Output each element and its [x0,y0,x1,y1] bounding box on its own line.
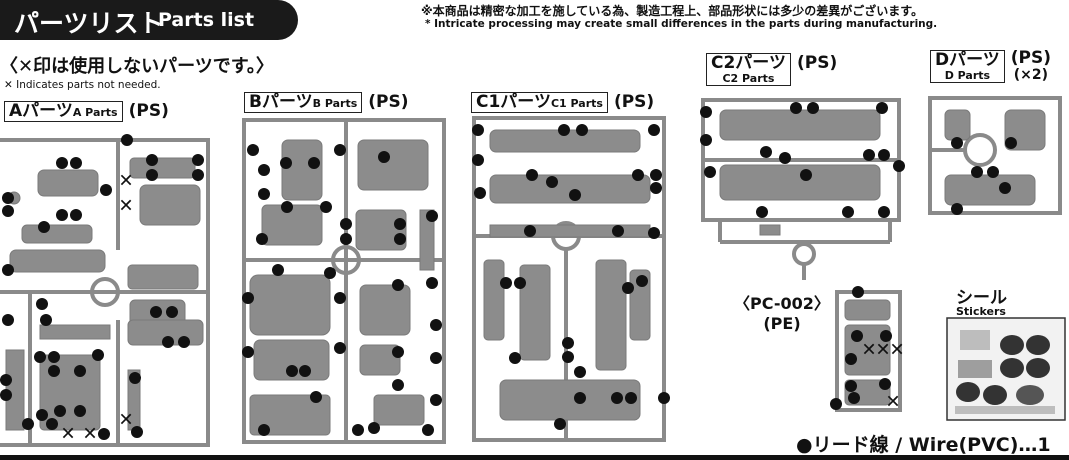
bottom-rule [0,455,1069,460]
pc-parts-material: (PE) [763,314,801,333]
manufacturing-note-en: * Intricate processing may create small … [425,18,938,30]
not-needed-note-jp: 〈✕印は使用しないパーツです。〉 [0,56,274,77]
not-needed-mark: ✕ [885,392,900,413]
a-parts-label-en: A Parts [72,106,118,119]
b-parts-label: BパーツB Parts (PS) [244,92,409,113]
not-needed-note-en: ✕ Indicates parts not needed. [4,79,161,91]
a-parts-material: (PS) [128,101,169,122]
d-parts-label-en: D Parts [944,68,991,82]
c2-parts-label-jp: C2パーツ [711,53,786,73]
not-needed-mark: ✕ [889,340,904,361]
c1-parts-label: C1パーツC1 Parts (PS) [471,92,654,113]
a-parts-label-jp: Aパーツ [9,101,73,121]
title-en: Parts list [158,9,255,31]
stickers-label-jp: シール [956,288,1007,308]
c2-parts-material: (PS) [796,53,838,73]
c1-parts-runner [472,116,670,442]
b-parts-label-jp: Bパーツ [249,92,313,112]
sticker-sheet [946,317,1066,421]
title-banner [0,0,298,40]
pc-parts-runner: ✕ ✕ ✕ ✕ [830,286,905,413]
d-parts-runner [928,96,1062,215]
a-parts-runner: ✕ ✕ ✕ ✕ ✕ [0,134,210,447]
b-parts-label-en: B Parts [312,97,358,110]
c1-parts-label-en: C1 Parts [550,97,603,110]
pc-parts-code: 〈PC-002〉 [734,294,830,313]
b-parts-material: (PS) [368,92,409,113]
not-needed-mark: ✕ [82,424,97,445]
c2-parts-runner [700,98,905,280]
c1-parts-material: (PS) [613,92,655,113]
not-needed-mark: ✕ [875,340,890,361]
c1-parts-label-jp: C1パーツ [476,92,551,112]
d-parts-quantity: (×2) [1013,66,1049,83]
b-parts-runner [242,118,446,444]
title-jp: パーツリスト [14,9,164,38]
pc-parts-label: 〈PC-002〉 (PE) [727,290,837,333]
d-parts-label-jp: Dパーツ [935,50,1000,70]
manufacturing-note-jp: ※本商品は精密な加工を施している為、製造工程上、部品形状には多少の差異がございま… [421,4,924,18]
d-parts-material: (PS) [1010,48,1052,68]
not-needed-mark: ✕ [60,424,75,445]
stickers-label-en: Stickers [956,305,1006,318]
not-needed-mark: ✕ [861,340,876,361]
not-needed-mark: ✕ [118,171,133,192]
a-parts-label: AパーツA Parts (PS) [4,101,169,122]
c2-parts-label-en: C2 Parts [722,71,775,85]
stickers-label: シール Stickers [956,283,1007,318]
not-needed-mark: ✕ [118,196,133,217]
not-needed-mark: ✕ [118,410,133,431]
wire-note: ●リード線 / Wire(PVC)…1 [796,434,1051,456]
